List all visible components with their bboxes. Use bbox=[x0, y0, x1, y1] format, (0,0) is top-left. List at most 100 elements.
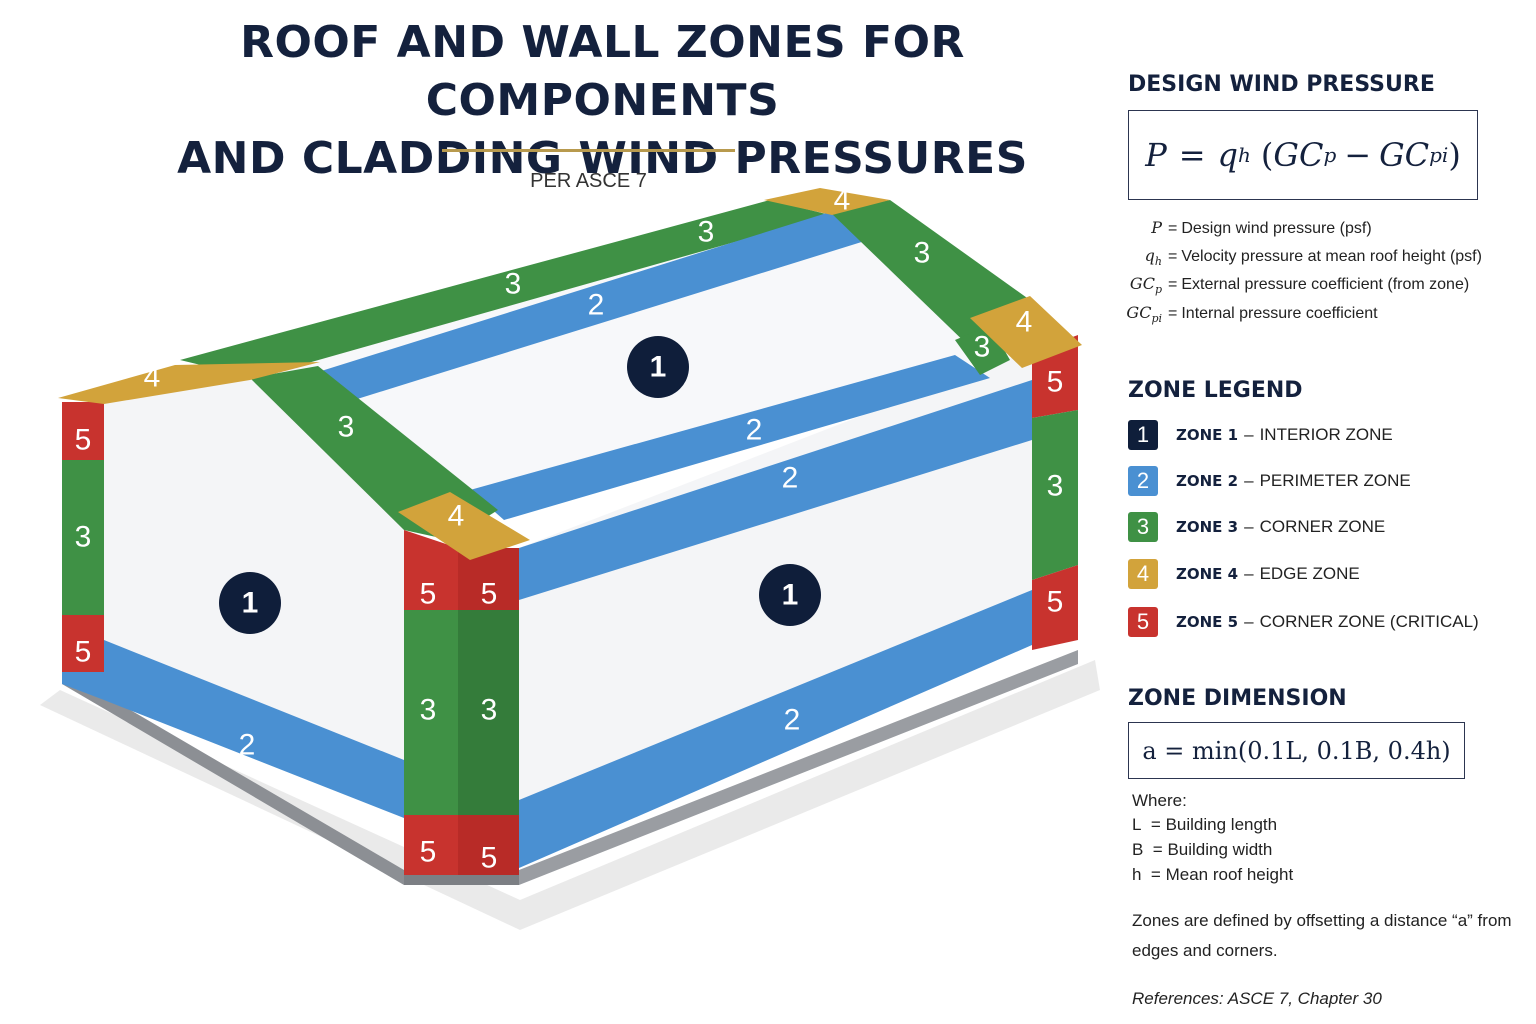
formula-gcp-sub: p bbox=[1323, 143, 1337, 167]
zone-1-label-gable: 1 bbox=[242, 587, 259, 620]
zone-dimension-formula: a = min(0.1L, 0.1B, 0.4h) bbox=[1128, 722, 1465, 779]
zone-3-label-eave-right: 3 bbox=[974, 331, 991, 364]
zone-5-swatch: 5 bbox=[1128, 607, 1158, 637]
references: References: ASCE 7, Chapter 30 bbox=[1132, 989, 1382, 1008]
definition-text: Internal pressure coefficient bbox=[1181, 305, 1378, 322]
long-wall-end-zone-5-bottom bbox=[1032, 565, 1078, 650]
zone-5-label-corner-bottom-b: 5 bbox=[481, 842, 498, 875]
corner-zone-5-top-b bbox=[458, 548, 519, 610]
definition-p: P=Design wind pressure (psf) bbox=[1118, 215, 1498, 241]
symbol-base: q bbox=[1144, 246, 1155, 265]
formula-p: P bbox=[1145, 136, 1167, 174]
zone-3-label-ridge-b: 3 bbox=[698, 216, 715, 249]
zone-dimension-heading: ZONE DIMENSION bbox=[1128, 686, 1347, 711]
legend-item-zone-5: 5 ZONE 5–CORNER ZONE (CRITICAL) bbox=[1128, 607, 1479, 637]
symbol-sub: p bbox=[1154, 283, 1162, 297]
roof-corner-zone-4-right bbox=[970, 296, 1082, 368]
legend-zone-name: ZONE 5 bbox=[1176, 613, 1239, 631]
gable-wall-zone-5-bottom bbox=[62, 615, 104, 672]
dimension-def-l: L = Building length bbox=[1132, 815, 1278, 834]
def-text: Building width bbox=[1167, 840, 1273, 859]
definition-symbol: qh bbox=[1118, 243, 1162, 275]
definition-gcp: GCp=External pressure coefficient (from … bbox=[1118, 271, 1498, 297]
zone-3-label-corner-a: 3 bbox=[420, 694, 437, 727]
corner-zone-3-b bbox=[458, 610, 519, 815]
zone-4-label-gable-left: 4 bbox=[144, 361, 161, 394]
design-wind-pressure-heading: DESIGN WIND PRESSURE bbox=[1128, 72, 1435, 97]
definition-text: Velocity pressure at mean roof height (p… bbox=[1181, 248, 1482, 265]
zone-1-swatch: 1 bbox=[1128, 420, 1158, 450]
corner-zone-5-top-a bbox=[404, 530, 458, 610]
def-text: Mean roof height bbox=[1165, 865, 1294, 884]
long-wall-zone-2-bottom bbox=[519, 590, 1032, 868]
legend-item-zone-1: 1 ZONE 1–INTERIOR ZONE bbox=[1128, 420, 1393, 450]
zone-3-label-gable-left: 3 bbox=[75, 521, 92, 554]
definition-symbol: GCp bbox=[1118, 271, 1162, 303]
zone-1-badge-gable bbox=[219, 572, 281, 634]
roof-near-zone-2-lower bbox=[470, 355, 990, 520]
zone-3-label-wall-end: 3 bbox=[1047, 470, 1064, 503]
dimension-def-h: h = Mean roof height bbox=[1132, 865, 1294, 884]
zone-number-badges: 1 1 1 2 2 2 2 2 3 3 3 3 3 3 3 3 3 4 4 4 … bbox=[75, 184, 1064, 875]
zone-2-swatch: 2 bbox=[1128, 466, 1158, 496]
zone-5-label-corner-top-b: 5 bbox=[481, 578, 498, 611]
zone-2-label-wall-bottom: 2 bbox=[784, 704, 801, 737]
definition-symbol: P bbox=[1151, 218, 1162, 237]
roof-corner-zone-4-ridge bbox=[764, 188, 890, 215]
title-line-2: AND CLADDING WIND PRESSURES bbox=[177, 133, 1028, 184]
legend-zone-name: ZONE 2 bbox=[1176, 472, 1239, 490]
symbol-base: GC bbox=[1129, 274, 1155, 293]
zone-1-badge-wall bbox=[759, 564, 821, 626]
formula-open: ( bbox=[1260, 136, 1274, 174]
dimension-def-b: B = Building width bbox=[1132, 840, 1273, 859]
legend-zone-desc: CORNER ZONE (CRITICAL) bbox=[1259, 612, 1479, 631]
legend-zone-name: ZONE 1 bbox=[1176, 426, 1239, 444]
zone-2-label-roof-lower: 2 bbox=[746, 414, 763, 447]
legend-zone-desc: CORNER ZONE bbox=[1259, 517, 1386, 536]
gable-wall-zone-2 bbox=[104, 640, 404, 818]
zone-1-label-wall: 1 bbox=[782, 579, 799, 612]
zone-3-label-rake-right: 3 bbox=[914, 237, 931, 270]
corner-zone-5-bottom-a bbox=[404, 815, 458, 875]
def-symbol: B bbox=[1132, 840, 1144, 859]
legend-item-zone-4: 4 ZONE 4–EDGE ZONE bbox=[1128, 559, 1360, 589]
building-base bbox=[62, 670, 404, 885]
zone-1-badge-roof bbox=[627, 336, 689, 398]
formula-gcpi-sub: pi bbox=[1429, 143, 1449, 167]
zone-4-label-ridge: 4 bbox=[834, 184, 851, 217]
title-divider bbox=[442, 149, 735, 152]
zone-3-label-corner-b: 3 bbox=[481, 694, 498, 727]
legend-zone-desc: INTERIOR ZONE bbox=[1259, 425, 1393, 444]
def-symbol: L bbox=[1132, 815, 1142, 834]
subtitle: PER ASCE 7 bbox=[530, 170, 647, 192]
zone-2-label-wall-top: 2 bbox=[782, 462, 799, 495]
def-symbol: h bbox=[1132, 865, 1142, 884]
corner-zone-3-a bbox=[404, 610, 458, 815]
formula-gc2: GC bbox=[1379, 136, 1430, 174]
formula-eq: = bbox=[1178, 136, 1206, 174]
title-line-1: ROOF AND WALL ZONES FOR COMPONENTS bbox=[240, 17, 965, 126]
zone-3-label-ridge-a: 3 bbox=[505, 268, 522, 301]
formula-q: q bbox=[1217, 136, 1239, 174]
zone-2-label-roof-upper: 2 bbox=[588, 289, 605, 322]
roof-rake-right-zone-3 bbox=[830, 200, 1030, 352]
definition-text: External pressure coefficient (from zone… bbox=[1181, 276, 1470, 293]
page-title: ROOF AND WALL ZONES FOR COMPONENTS AND C… bbox=[60, 14, 1145, 188]
legend-zone-desc: PERIMETER ZONE bbox=[1259, 471, 1411, 490]
definition-qh: qh=Velocity pressure at mean roof height… bbox=[1118, 243, 1498, 269]
formula-close: ) bbox=[1448, 136, 1461, 174]
zone-3-label-rake-left: 3 bbox=[338, 411, 355, 444]
gable-wall-edge-blue bbox=[62, 672, 104, 700]
building-diagram: 1 1 1 2 2 2 2 2 3 3 3 3 3 3 3 3 3 4 4 4 … bbox=[40, 184, 1100, 930]
legend-item-zone-2: 2 ZONE 2–PERIMETER ZONE bbox=[1128, 466, 1411, 496]
zone-4-label-front: 4 bbox=[448, 500, 465, 533]
definition-symbol: GCpi bbox=[1118, 300, 1162, 332]
roof-ridge-zone-3 bbox=[180, 200, 830, 378]
zone-1-label-roof: 1 bbox=[650, 351, 667, 384]
zone-5-label-wall-end-bottom: 5 bbox=[1047, 586, 1064, 619]
roof-rake-left-zone-3 bbox=[250, 366, 498, 540]
definition-gcpi: GCpi=Internal pressure coefficient bbox=[1118, 300, 1498, 326]
roof-corner-zone-4-front bbox=[398, 492, 530, 560]
legend-zone-name: ZONE 4 bbox=[1176, 565, 1239, 583]
